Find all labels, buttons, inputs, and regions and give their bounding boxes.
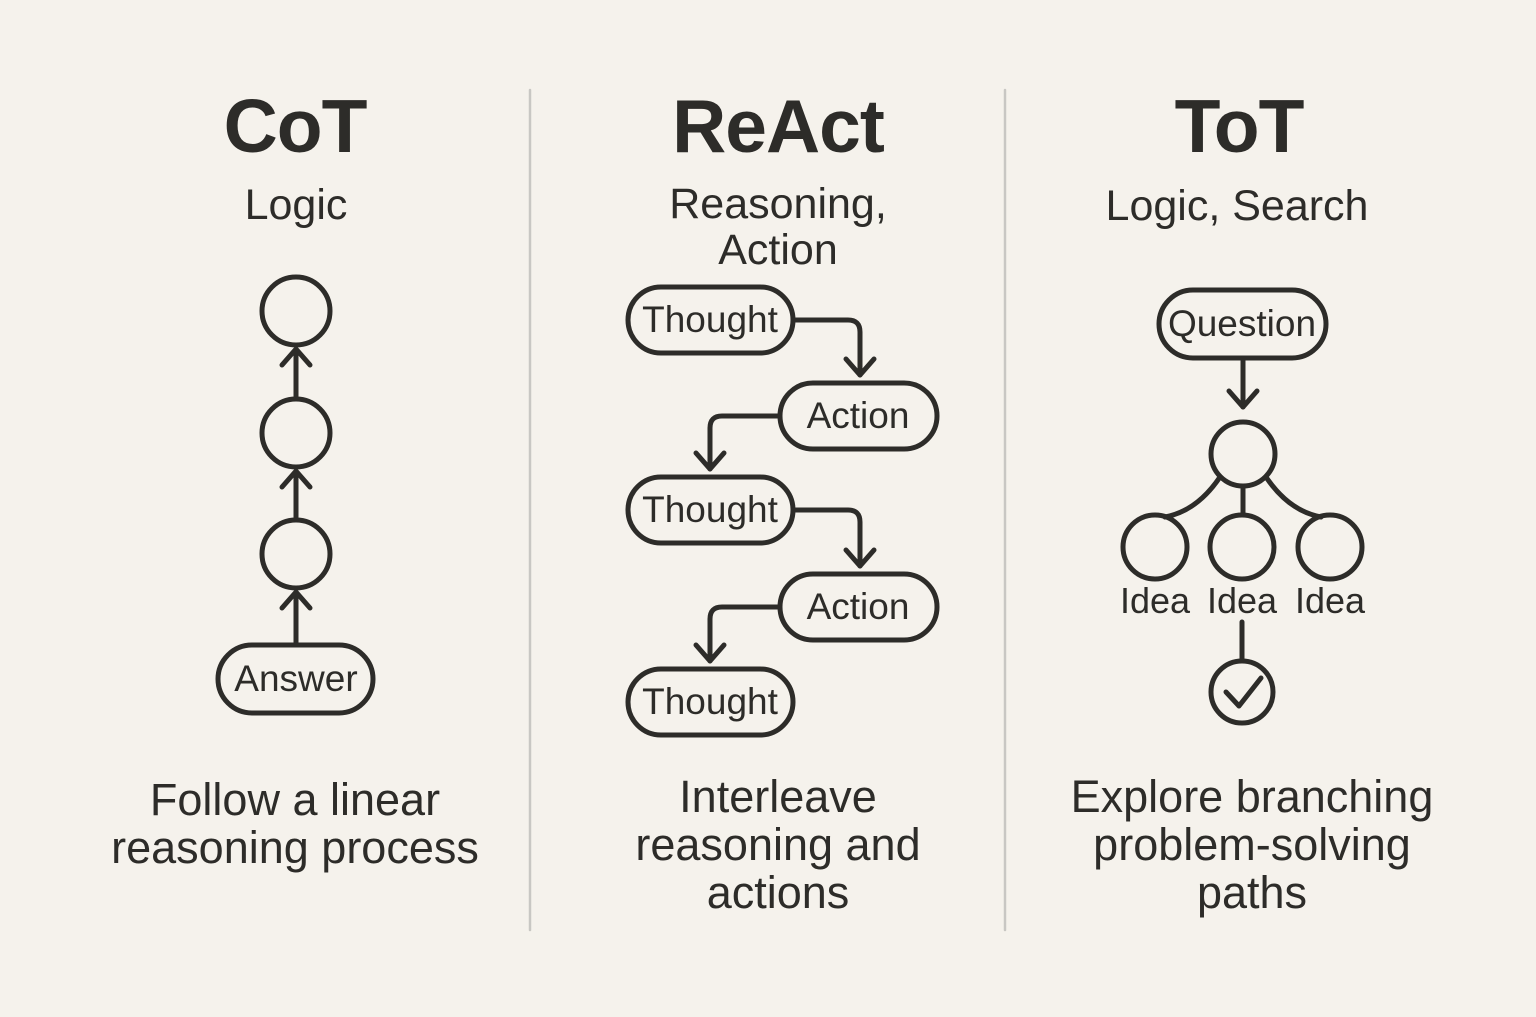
checkmark-icon [1223, 675, 1264, 709]
react-subtitle-line: Action [718, 226, 838, 274]
answer-pill [215, 642, 376, 716]
action-pill-label: Action [806, 586, 910, 627]
react-caption-line: actions [706, 867, 850, 918]
check-circle [1208, 658, 1276, 726]
elbow-arrow-icon [693, 450, 727, 472]
thought-pill-label: Thought [642, 299, 778, 340]
react-caption-line: reasoning and [635, 819, 921, 870]
cot-step-circle [259, 396, 333, 470]
cot-step-circle [259, 517, 333, 591]
elbow-arrow-icon [707, 413, 783, 472]
cot-caption-line: reasoning process [111, 822, 479, 873]
tot-diagram [1120, 287, 1365, 726]
elbow-arrow-icon [693, 642, 727, 664]
tot-caption-line: paths [1196, 867, 1308, 918]
tot-subtitle: Logic, Search [1105, 182, 1369, 230]
react-title: ReAct [672, 84, 885, 168]
answer-pill-label: Answer [234, 658, 358, 699]
tot-title: ToT [1174, 84, 1305, 168]
tree-branch [1162, 474, 1223, 520]
react-subtitle-line: Reasoning, [669, 180, 887, 228]
idea-circle [1207, 512, 1277, 582]
idea-circle [1120, 512, 1190, 582]
elbow-arrow-icon [790, 317, 863, 378]
elbow-arrow-icon [843, 356, 877, 378]
question-pill-label: Question [1167, 303, 1317, 344]
cot-caption: Follow a linear reasoning process [111, 776, 479, 872]
tot-caption: Explore branching problem-solving paths [1071, 773, 1434, 917]
cot-title: CoT [223, 84, 368, 168]
idea-label: Idea [1206, 580, 1278, 621]
elbow-arrow-icon [790, 507, 863, 569]
idea-label: Idea [1294, 580, 1366, 621]
react-subtitle: Reasoning, Action [669, 181, 887, 273]
cot-diagram [215, 274, 376, 716]
tot-caption-line: problem-solving [1093, 819, 1411, 870]
elbow-arrow-icon [843, 547, 877, 569]
idea-circle [1295, 512, 1365, 582]
tree-branch [1263, 474, 1324, 520]
cot-subtitle: Logic [244, 181, 348, 229]
react-diagram [625, 284, 940, 738]
idea-label: Idea [1119, 580, 1191, 621]
thought-pill-label: Thought [642, 489, 778, 530]
elbow-arrow-icon [707, 604, 783, 664]
action-pill-label: Action [806, 395, 910, 436]
up-arrow-icon [279, 346, 313, 368]
up-arrow-icon [279, 468, 313, 490]
react-caption-line: Interleave [679, 771, 877, 822]
down-arrow-icon [1226, 388, 1260, 410]
thought-pill [625, 666, 796, 738]
cot-step-circle [259, 274, 333, 348]
cot-caption-line: Follow a linear [149, 774, 441, 825]
up-arrow-icon [279, 589, 313, 611]
thought-pill-label: Thought [642, 681, 778, 722]
react-caption: Interleave reasoning and actions [635, 773, 920, 917]
tot-caption-line: Explore branching [1070, 771, 1434, 822]
